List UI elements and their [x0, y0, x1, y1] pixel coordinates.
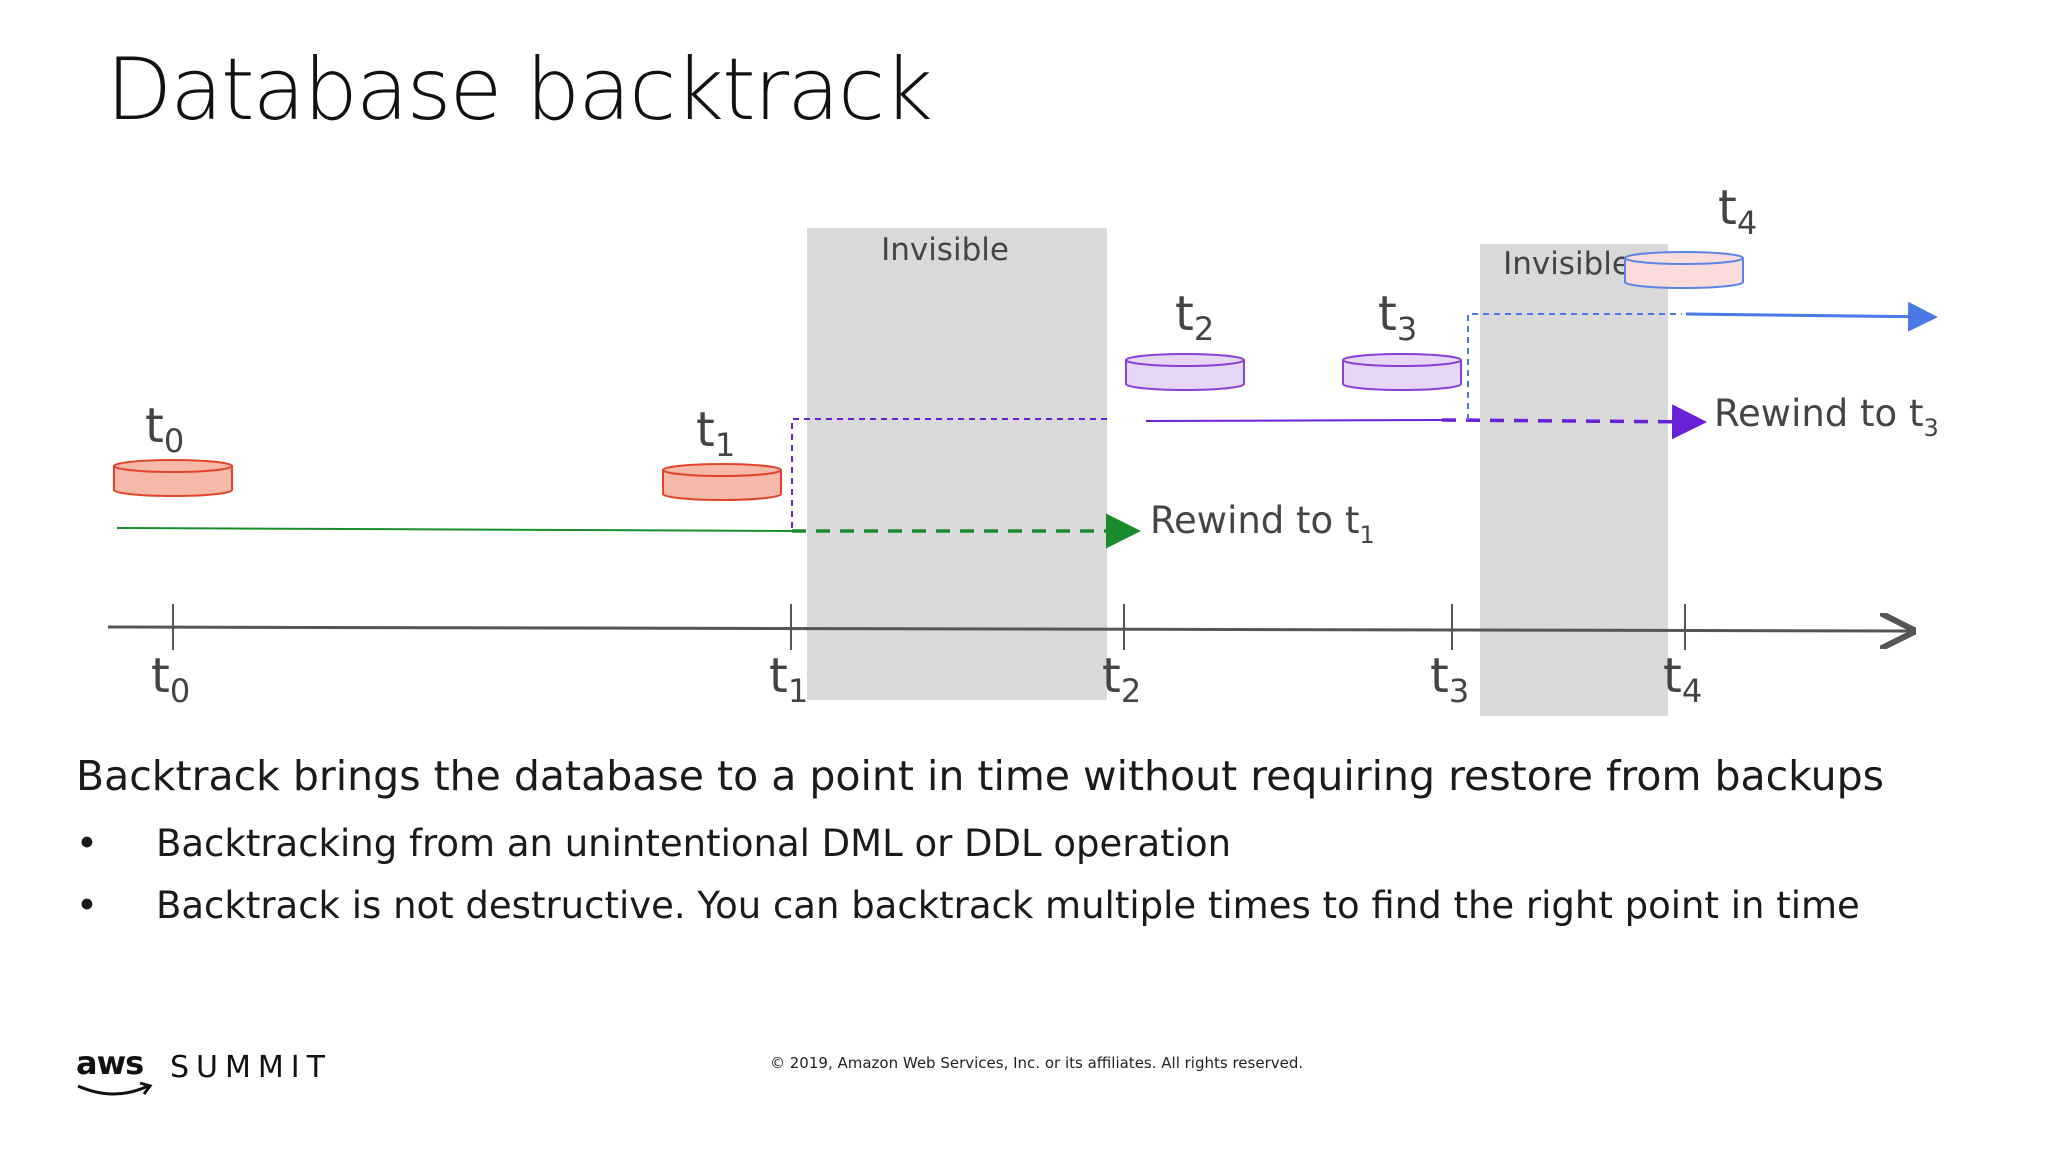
snapshot-label: t0 [145, 398, 184, 460]
blue-branch-up [1467, 313, 1682, 420]
rewind-label-t1-sub: 1 [1359, 521, 1374, 549]
bullet-text: Backtracking from an unintentional DML o… [156, 822, 1232, 865]
bullet-text: Backtrack is not destructive. You can ba… [156, 884, 1860, 927]
bullet-item: • Backtracking from an unintentional DML … [76, 818, 1860, 880]
disk-top [113, 459, 233, 473]
rewind-label-t3: Rewind to t3 [1714, 392, 1939, 442]
invisible-label-2: Invisible [1503, 246, 1631, 282]
rewind-label-t3-text: Rewind to t [1714, 392, 1923, 435]
time-axis [107, 627, 1910, 631]
database-snapshot-icon: t0 [113, 398, 233, 497]
summit-text: SUMMIT [170, 1050, 332, 1085]
axis-tick-label: t2 [1102, 648, 1141, 710]
invisible-label-1: Invisible [881, 232, 1009, 268]
database-snapshot-icon: t3 [1342, 286, 1462, 391]
database-snapshot-icon: t1 [662, 402, 782, 501]
rewind-label-t3-sub: 3 [1923, 414, 1938, 442]
disk-body [1125, 360, 1245, 391]
disk-body [113, 466, 233, 497]
bullet-item: • Backtrack is not destructive. You can b… [76, 880, 1860, 942]
copyright-notice: © 2019, Amazon Web Services, Inc. or its… [770, 1054, 1304, 1072]
invisible-region-2 [1480, 244, 1668, 716]
disk-top [1342, 353, 1462, 367]
database-snapshot-icon: t4 [1624, 180, 1757, 289]
axis-tick-label: t0 [151, 648, 190, 710]
disk-top [1125, 353, 1245, 367]
timeline-green-line [116, 527, 793, 532]
disk-top [662, 463, 782, 477]
disk-top [1624, 251, 1744, 265]
bullet-dot-icon: • [76, 822, 98, 865]
timeline-purple-line [1145, 419, 1443, 422]
aws-smile-icon [77, 1081, 153, 1096]
snapshot-label: t1 [696, 402, 735, 464]
snapshot-label: t3 [1378, 286, 1417, 348]
bullet-dot-icon: • [76, 884, 98, 927]
rewind-label-t1: Rewind to t1 [1150, 499, 1375, 549]
rewind-label-t1-text: Rewind to t [1150, 499, 1359, 542]
disk-body [662, 470, 782, 501]
aws-logo-text: aws [76, 1044, 144, 1082]
axis-tick-label: t1 [769, 648, 808, 710]
axis-tick-label: t3 [1430, 648, 1469, 710]
bullet-list: • Backtracking from an unintentional DML … [76, 818, 1860, 942]
invisible-region-1 [807, 228, 1107, 700]
snapshot-label: t4 [1718, 180, 1757, 242]
rewind-t3-arrow [1441, 404, 1707, 440]
purple-branch-up [791, 418, 1107, 528]
disk-body [1342, 360, 1462, 391]
headline: Backtrack brings the database to a point… [76, 752, 1884, 800]
axis-tick-label: t4 [1663, 648, 1702, 710]
database-snapshot-icon: t2 [1125, 286, 1245, 391]
disk-body [1624, 258, 1744, 289]
axis-ticks: t0 t1 t2 t3 t4 [151, 604, 1702, 710]
slide-title: Database backtrack [106, 40, 933, 140]
timeline-blue-line [1685, 301, 1938, 332]
snapshots: t0 t1 t2 t3 t4 [113, 180, 1757, 501]
snapshot-label: t2 [1175, 286, 1214, 348]
